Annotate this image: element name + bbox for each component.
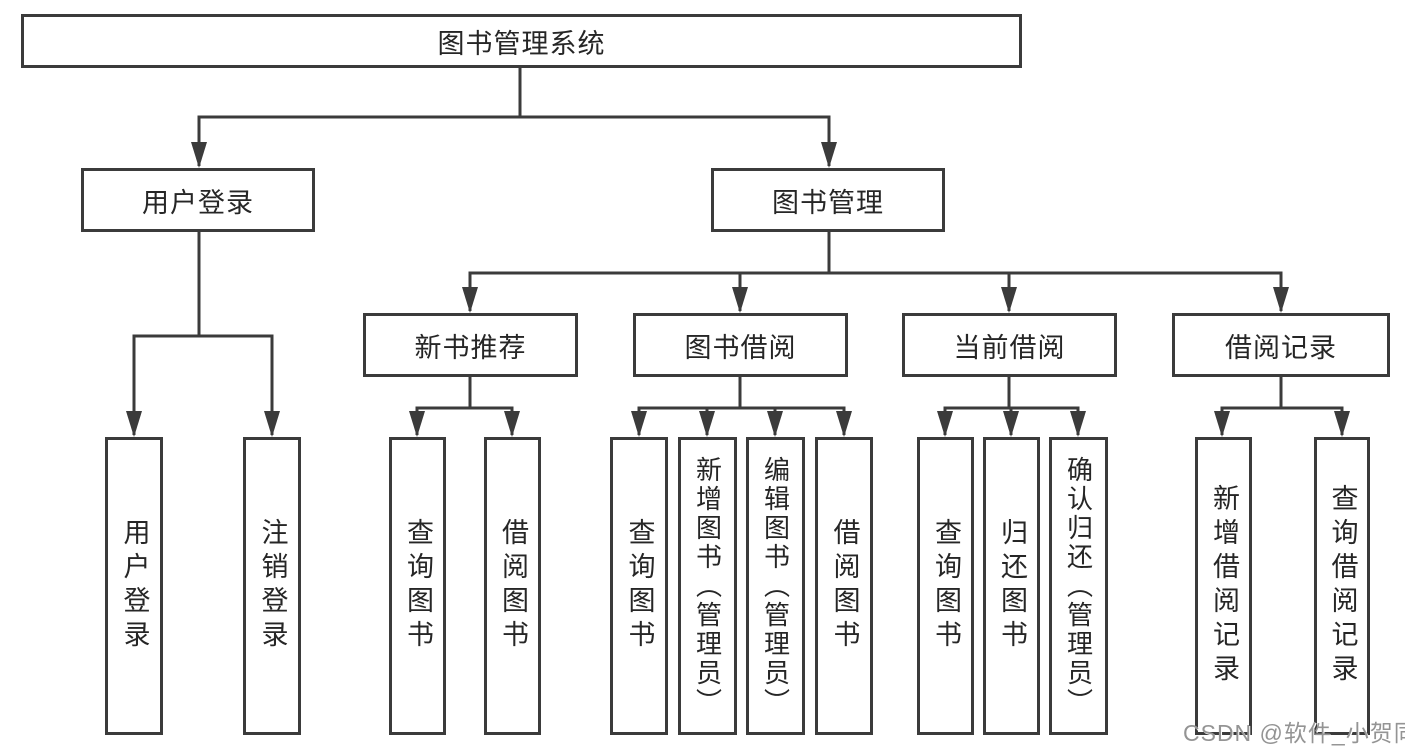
leaf-label: 新增借阅记录 <box>1209 484 1239 688</box>
leaf-label: 查询图书 <box>931 518 961 654</box>
leaf-label: 归还图书 <box>997 518 1027 654</box>
leaf-query-borrow-record: 查询借阅记录 <box>1314 437 1370 735</box>
leaf-query-books-borrow: 查询图书 <box>610 437 668 735</box>
leaf-add-books-admin: 新增图书（管理员） <box>678 437 737 735</box>
node-label: 用户登录 <box>142 187 254 218</box>
node-book-management: 图书管理 <box>711 168 945 232</box>
node-library-management-system: 图书管理系统 <box>21 14 1022 68</box>
leaf-label: 确认归还（管理员） <box>1063 455 1094 717</box>
node-label: 图书管理 <box>772 187 884 218</box>
leaf-user-login: 用户登录 <box>105 437 163 735</box>
node-user-login: 用户登录 <box>81 168 315 232</box>
node-label: 图书管理系统 <box>437 28 606 59</box>
leaf-return-books: 归还图书 <box>983 437 1040 735</box>
leaf-label: 查询图书 <box>624 518 655 654</box>
node-label: 图书借阅 <box>684 332 797 363</box>
node-label: 当前借阅 <box>953 332 1066 363</box>
arrowheads <box>126 142 1350 437</box>
leaf-query-books-current: 查询图书 <box>917 437 974 735</box>
leaf-add-borrow-record: 新增借阅记录 <box>1195 437 1252 735</box>
leaf-borrow-books: 借阅图书 <box>815 437 873 735</box>
node-new-book-recommend: 新书推荐 <box>363 313 578 377</box>
csdn-watermark: CSDN @软件_小贺同学 <box>1183 720 1405 746</box>
leaf-label: 查询图书 <box>403 518 433 654</box>
leaf-label: 新增图书（管理员） <box>692 455 723 717</box>
leaf-label: 查询借阅记录 <box>1327 484 1358 688</box>
leaf-label: 注销登录 <box>257 518 288 654</box>
leaf-label: 用户登录 <box>119 518 150 654</box>
leaf-borrow-books-recommend: 借阅图书 <box>484 437 541 735</box>
leaf-logout-login: 注销登录 <box>243 437 301 735</box>
leaf-label: 借阅图书 <box>829 518 860 654</box>
leaf-label: 编辑图书（管理员） <box>760 455 791 717</box>
leaf-edit-books-admin: 编辑图书（管理员） <box>746 437 805 735</box>
leaf-label: 借阅图书 <box>498 518 528 654</box>
leaf-query-books-recommend: 查询图书 <box>389 437 446 735</box>
node-current-borrow: 当前借阅 <box>902 313 1117 377</box>
node-label: 新书推荐 <box>414 332 527 363</box>
node-borrow-records: 借阅记录 <box>1172 313 1390 377</box>
node-label: 借阅记录 <box>1225 332 1337 363</box>
node-book-borrow: 图书借阅 <box>633 313 848 377</box>
leaf-confirm-return-admin: 确认归还（管理员） <box>1049 437 1108 735</box>
